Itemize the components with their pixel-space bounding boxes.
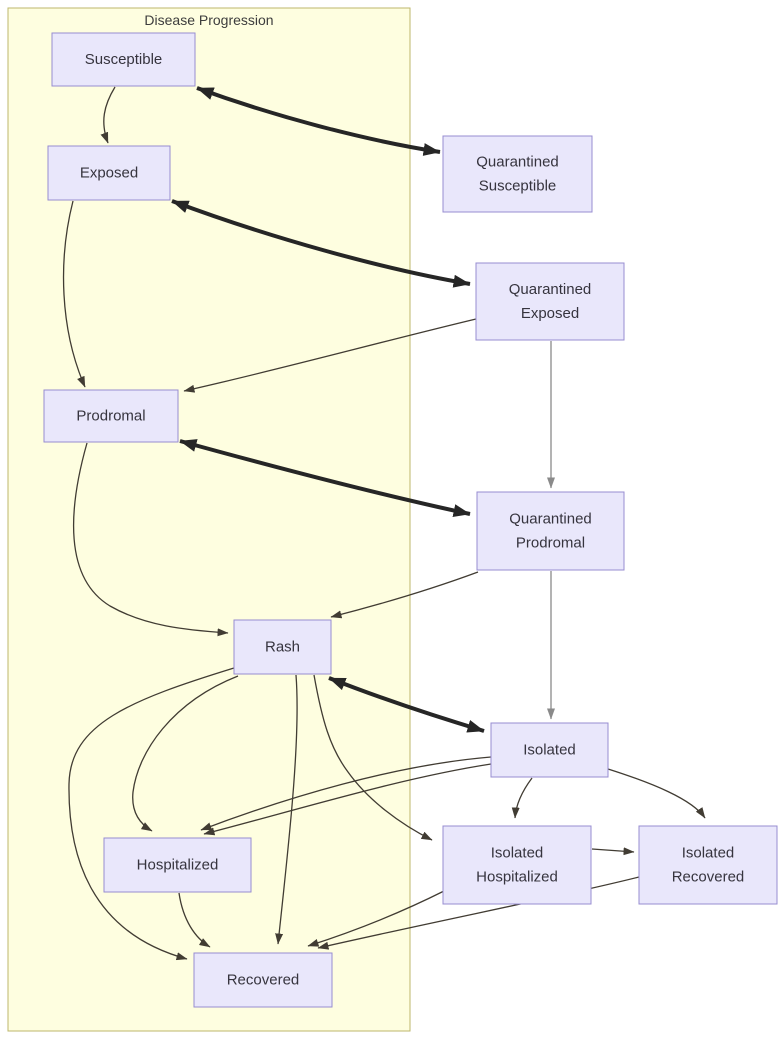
node-quarantined-exposed-label-line2: Exposed — [521, 305, 579, 322]
edge-rash-hospitalized — [132, 675, 239, 832]
node-isolated-recovered-label-line2: Recovered — [672, 869, 745, 886]
edge-rash-recovered-left — [68, 667, 235, 961]
node-prodromal-box — [43, 389, 179, 443]
edge-susceptible-exposed — [100, 86, 116, 144]
node-rash-label: Rash — [265, 639, 300, 656]
edge-quarantined-exposed-prodromal — [183, 318, 477, 393]
edge-isolated-hospitalized-recovered — [307, 890, 445, 947]
node-hospitalized: Hospitalized — [103, 837, 252, 893]
edge-isolated-hospitalized-edge-2 — [203, 763, 492, 836]
node-quarantined-prodromal-label-line1: Quarantined — [509, 511, 592, 528]
node-recovered-box — [193, 952, 333, 1008]
edge-exposed-quarantined-exposed — [171, 199, 471, 288]
node-exposed-label: Exposed — [80, 165, 138, 182]
edge-exposed-prodromal — [62, 200, 86, 388]
node-isolated-box — [490, 722, 609, 778]
edge-prodromal-quarantined-prodromal — [179, 439, 471, 517]
cluster-title: Disease Progression — [144, 12, 273, 28]
edge-isolated-recovered-recovered — [317, 876, 640, 950]
node-quarantined-susceptible-box — [442, 135, 593, 213]
node-isolated-recovered-box — [638, 825, 778, 905]
node-recovered: Recovered — [193, 952, 333, 1008]
edge-prodromal-rash — [72, 442, 229, 637]
node-quarantined-exposed-label-line1: Quarantined — [509, 281, 592, 298]
edge-isolated-isolated-hospitalized — [511, 777, 533, 819]
edge-quarantined-prodromal-rash — [330, 571, 479, 619]
node-prodromal-label: Prodromal — [76, 408, 145, 425]
node-rash-box — [233, 619, 332, 675]
node-quarantined-prodromal-label-line2: Prodromal — [516, 535, 585, 552]
node-exposed-box — [47, 145, 171, 201]
node-hospitalized-label: Hospitalized — [137, 857, 219, 874]
node-quarantined-exposed-box — [475, 262, 625, 341]
edge-hospitalized-recovered — [178, 892, 211, 948]
node-prodromal: Prodromal — [43, 389, 179, 443]
edge-isolated-hospitalized-isolated-recovered — [591, 847, 635, 856]
node-quarantined-prodromal-box — [476, 491, 625, 571]
edge-susceptible-quarantined-susceptible — [196, 86, 441, 156]
node-susceptible: Susceptible — [51, 32, 196, 87]
node-isolated-recovered-label-line1: Isolated — [682, 845, 735, 862]
node-quarantined-susceptible-label-line1: Quarantined — [476, 154, 559, 171]
node-isolated-hospitalized-box — [442, 825, 592, 905]
node-recovered-label: Recovered — [227, 972, 300, 989]
node-isolated: Isolated — [490, 722, 609, 778]
node-rash: Rash — [233, 619, 332, 675]
edge-rash-isolated — [328, 676, 485, 733]
node-exposed: Exposed — [47, 145, 171, 201]
node-isolated-hospitalized-label-line2: Hospitalized — [476, 869, 558, 886]
node-isolated-label: Isolated — [523, 742, 576, 759]
node-isolated-hospitalized-label-line1: Isolated — [491, 845, 544, 862]
edge-rash-isolated-hospitalized — [313, 674, 433, 841]
node-susceptible-box — [51, 32, 196, 87]
node-susceptible-label: Susceptible — [85, 51, 163, 68]
node-hospitalized-box — [103, 837, 252, 893]
edge-isolated-hospitalized-edge-1 — [200, 756, 492, 831]
node-quarantined-susceptible-label-line2: Susceptible — [479, 178, 557, 195]
edge-isolated-isolated-recovered — [607, 768, 706, 819]
